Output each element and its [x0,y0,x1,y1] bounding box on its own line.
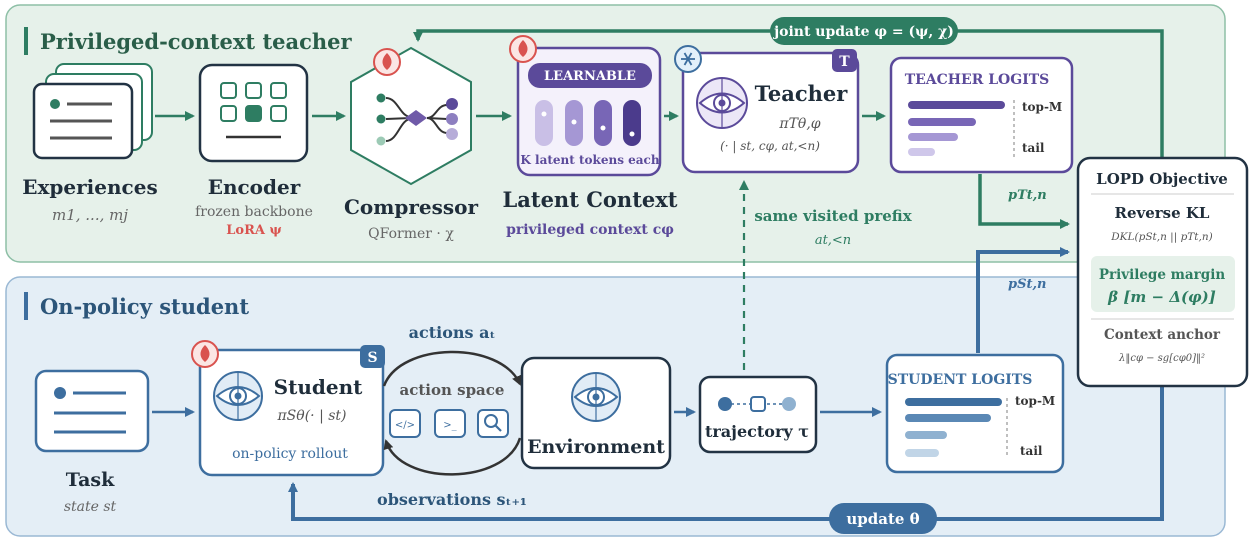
student-logit-bar [905,414,991,422]
teacher-tag-label: T [839,54,850,70]
teacher-logit-bar [908,133,958,141]
experiences-sub: m1, ..., mj [52,206,128,224]
trajectory-label: trajectory τ [705,422,809,441]
teacher-logits-tail: tail [1022,141,1045,155]
teacher-logits-top: top-M [1022,100,1062,114]
task-icon [34,369,150,453]
latent-sub: privileged context cφ [506,222,674,238]
teacher-logit-bar [908,118,976,126]
teacher-policy: πTθ,φ [778,116,820,132]
teacher-logit-bar [908,148,935,156]
latent-tokens-caption: K latent tokens each [520,153,659,167]
top-panel-title: Privileged-context teacher [40,29,353,54]
objective-title: LOPD Objective [1096,170,1228,188]
student-label: Student [274,375,363,399]
learnable-badge-label: LEARNABLE [544,69,636,84]
update-theta-label: update θ [846,510,919,528]
terminal-icon: >_ [434,409,466,438]
student-logits-top: top-M [1015,394,1055,408]
encoder-sub: frozen backbone [195,204,313,220]
action-space-label: action space [400,381,505,399]
environment-label: Environment [527,436,665,458]
prefix-label: same visited prefix [754,207,912,225]
teacher-label: Teacher [755,81,849,106]
arrow-student-logits-objective [976,247,1070,353]
learnable-badge [528,63,652,88]
experiences-icon [32,63,153,160]
trajectory-box [698,375,818,454]
encoder-lora: LoRA ψ [226,223,281,238]
flame-icon [509,35,537,63]
joint-update-pill [770,17,958,45]
student-logit-bar [905,398,1002,406]
teacher-logit-bar [908,101,1005,109]
code-icon: </> [389,409,421,438]
privilege-margin-box [1091,256,1235,312]
compressor-label: Compressor [344,195,479,219]
task-sub: state st [64,499,117,515]
terminal-icon-label: >_ [443,420,456,431]
top-panel-accent [24,27,28,55]
trajectory-icon [718,396,796,412]
observations-label: observations sₜ₊₁ [377,490,527,509]
teacher-cond: (· | st, cφ, at,<n) [720,139,820,153]
student-eye-icon [213,371,263,421]
margin-formula: β [m − Δ(φ)] [1107,288,1216,306]
bottom-panel-title: On-policy student [40,294,249,319]
latent-label: Latent Context [503,187,678,212]
rkl-formula: DKL(pSt,n || pTt,n) [1110,231,1212,244]
encoder-icon [198,63,309,163]
anchor-title: Context anchor [1104,327,1221,343]
student-logit-bar [905,449,939,457]
student-logits-arrow-label: pSt,n [1008,277,1046,292]
teacher-logits-box [889,56,1074,174]
actions-arrow [382,350,522,387]
code-icon-label: </> [395,420,415,431]
arrow-teacher-logits-objective [978,174,1070,229]
compressor-sub: QFormer · χ [368,226,454,242]
update-theta-pill [829,503,937,534]
update-theta-arrow [288,386,1164,521]
rkl-title: Reverse KL [1115,204,1210,222]
teacher-eye-icon [696,77,748,129]
student-sub: on-policy rollout [232,446,348,462]
flame-icon [191,340,219,368]
environment-eye-icon [571,372,621,422]
latent-tokens [535,100,641,146]
actions-label: actions aₜ [409,323,496,342]
student-logit-bar [905,431,947,439]
teacher-logits-arrow-label: pTt,n [1008,188,1047,203]
teacher-tag [832,49,857,72]
bottom-panel-accent [24,292,28,320]
margin-title: Privilege margin [1099,267,1226,283]
student-logits-title: STUDENT LOGITS [888,372,1033,388]
student-policy: πSθ(· | st) [276,408,346,424]
joint-update-label: joint update φ = (ψ, χ) [772,24,954,40]
student-tag [360,345,385,368]
student-logits-box [885,353,1065,474]
experiences-label: Experiences [22,175,157,199]
encoder-label: Encoder [208,175,301,199]
snowflake-icon [674,45,702,73]
observations-arrow [383,437,522,476]
compressor-icon [376,93,458,146]
student-tag-label: S [367,350,377,366]
search-icon [477,409,509,438]
teacher-logits-title: TEACHER LOGITS [905,72,1050,88]
prefix-sub: at,<n [815,233,851,248]
task-label: Task [66,469,115,491]
anchor-formula: λ‖cφ − sg[cφ0]‖² [1118,353,1205,364]
student-logits-tail: tail [1020,444,1043,458]
flame-icon [373,48,401,76]
